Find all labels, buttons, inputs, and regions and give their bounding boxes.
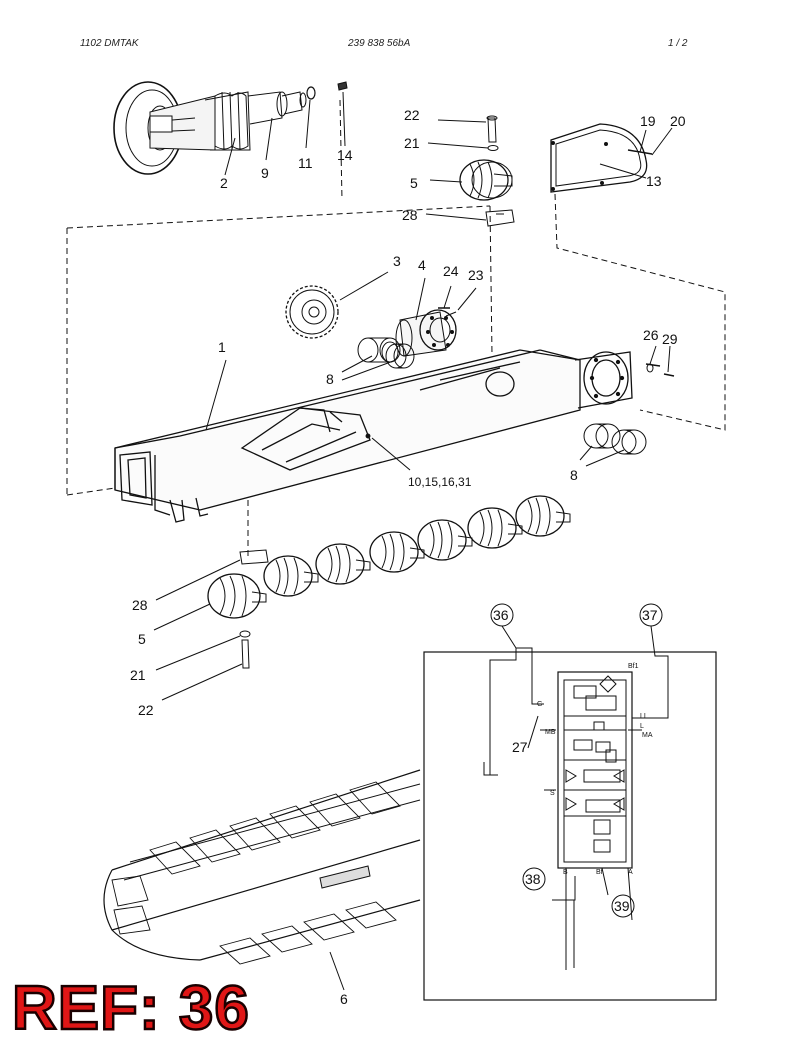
reference-label: REF: 36 (11, 974, 250, 1043)
hydraulic-schematic (423, 603, 717, 1001)
callout-14: 14 (337, 147, 353, 163)
header-part-number: 239 838 56bA (348, 38, 411, 49)
callout-20: 20 (670, 113, 686, 129)
schematic-circle-38: 38 (525, 871, 541, 887)
callout-5-bottom: 5 (138, 631, 146, 647)
callout-10-15-16-31: 10,15,16,31 (408, 475, 472, 489)
header-page: 1 / 2 (668, 38, 688, 49)
cover-plate (550, 123, 673, 193)
track-chain (103, 769, 421, 991)
bushings (341, 337, 647, 467)
callout-1: 1 (218, 339, 226, 355)
port-g: G (537, 701, 542, 708)
callout-2: 2 (220, 175, 228, 191)
schematic-circle-37: 37 (642, 607, 658, 623)
callout-23: 23 (468, 267, 484, 283)
callout-13: 13 (646, 173, 662, 189)
port-ma: MA (642, 732, 653, 739)
port-b: B (563, 869, 568, 876)
port-l: L (640, 723, 644, 730)
bottom-rollers (153, 495, 571, 701)
schematic-circle-36: 36 (493, 607, 509, 623)
track-frame (114, 345, 675, 523)
top-roller-parts (425, 115, 515, 227)
callout-4: 4 (418, 257, 426, 273)
callout-29: 29 (662, 331, 678, 347)
callout-27: 27 (512, 739, 528, 755)
callout-5-top: 5 (410, 175, 418, 191)
callout-26: 26 (643, 327, 659, 343)
callout-22-bottom: 22 (138, 702, 154, 718)
port-bf1: Bf1 (628, 663, 639, 670)
callout-28-top: 28 (402, 207, 418, 223)
callout-6: 6 (340, 991, 348, 1007)
callout-22-top: 22 (404, 107, 420, 123)
idler-wheel-assembly (113, 81, 348, 176)
callout-9: 9 (261, 165, 269, 181)
callout-8-left: 8 (326, 371, 334, 387)
schematic-circle-39: 39 (614, 898, 630, 914)
assembly-guide-lines (66, 99, 726, 560)
port-a: A (628, 869, 633, 876)
port-mb: MB (545, 729, 556, 736)
callout-8-right: 8 (570, 467, 578, 483)
callout-28-bottom: 28 (132, 597, 148, 613)
callout-19: 19 (640, 113, 656, 129)
callout-3: 3 (393, 253, 401, 269)
sprocket-and-hub (285, 271, 477, 357)
port-s: S (550, 790, 555, 797)
header-model: 1102 DMTAK (80, 38, 139, 49)
callout-21-bottom: 21 (130, 667, 146, 683)
port-li: LI (640, 713, 646, 720)
callout-21-top: 21 (404, 135, 420, 151)
port-bf: Bf (596, 869, 603, 876)
callout-11: 11 (298, 155, 313, 171)
callout-24: 24 (443, 263, 459, 279)
